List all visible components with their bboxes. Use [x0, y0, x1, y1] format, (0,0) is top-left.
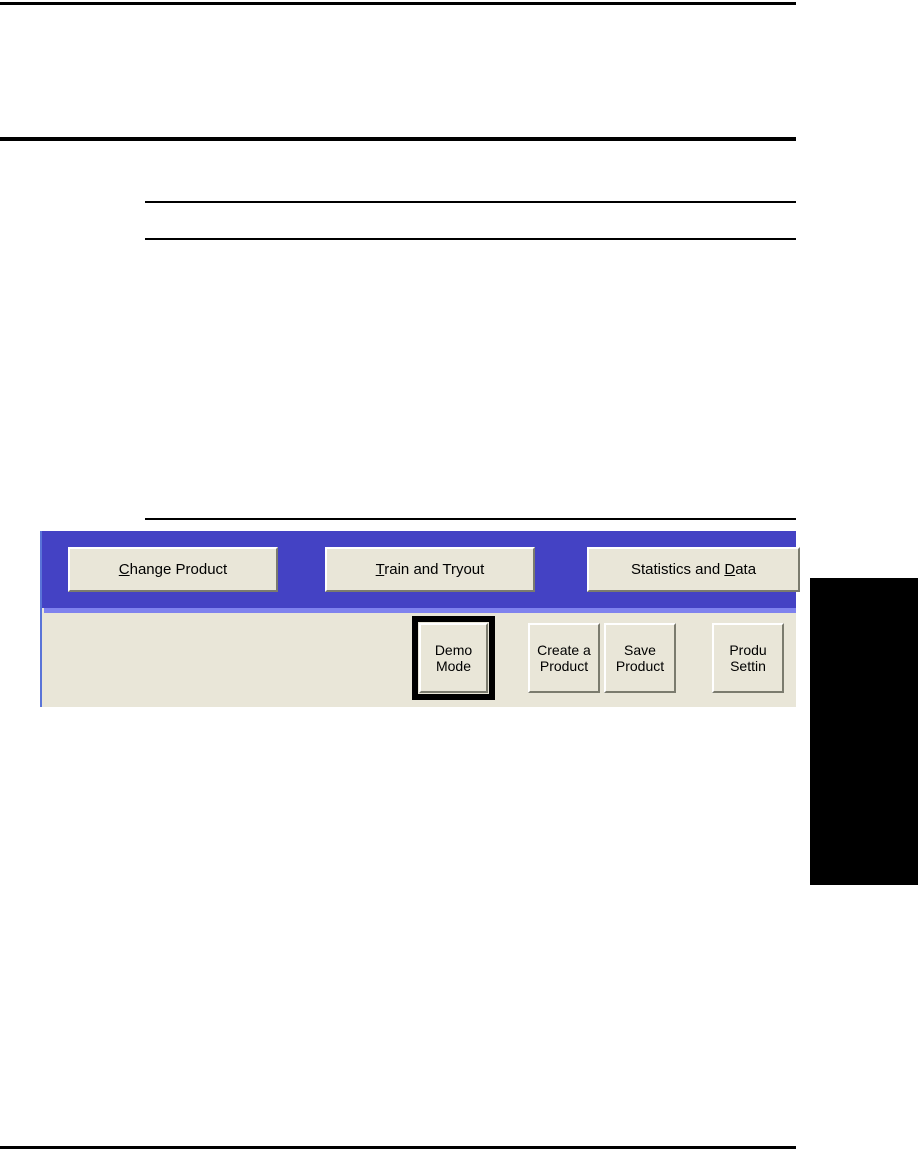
accelerator-c: C — [118, 560, 130, 578]
create-a-product-button[interactable]: Create a Product — [528, 623, 600, 693]
accelerator-d: D — [724, 560, 736, 578]
table-rule-lower — [145, 238, 796, 240]
statistics-and-data-button[interactable]: Statistics and Data — [587, 547, 800, 592]
train-and-tryout-label: Train and Tryout — [375, 560, 485, 578]
page-edge-tab — [810, 578, 918, 885]
demo-mode-button[interactable]: Demo Mode — [419, 623, 488, 693]
product-settings-button[interactable]: Produ Settin — [712, 623, 784, 693]
nav-band-highlight — [44, 608, 796, 613]
app-window: Change Product Train and Tryout Statisti… — [40, 531, 800, 707]
change-product-label: Change Product — [118, 560, 228, 578]
top-rule — [0, 2, 796, 5]
application-toolbar-screenshot: Change Product Train and Tryout Statisti… — [40, 531, 800, 707]
statistics-and-data-label: Statistics and Data — [630, 560, 757, 578]
figure-rule — [145, 518, 796, 520]
save-product-button[interactable]: Save Product — [604, 623, 676, 693]
bottom-rule — [0, 1146, 796, 1149]
section-rule — [0, 137, 796, 141]
train-and-tryout-button[interactable]: Train and Tryout — [325, 547, 535, 592]
change-product-button[interactable]: Change Product — [68, 547, 278, 592]
table-rule-upper — [145, 201, 796, 203]
accelerator-t: T — [375, 560, 385, 578]
